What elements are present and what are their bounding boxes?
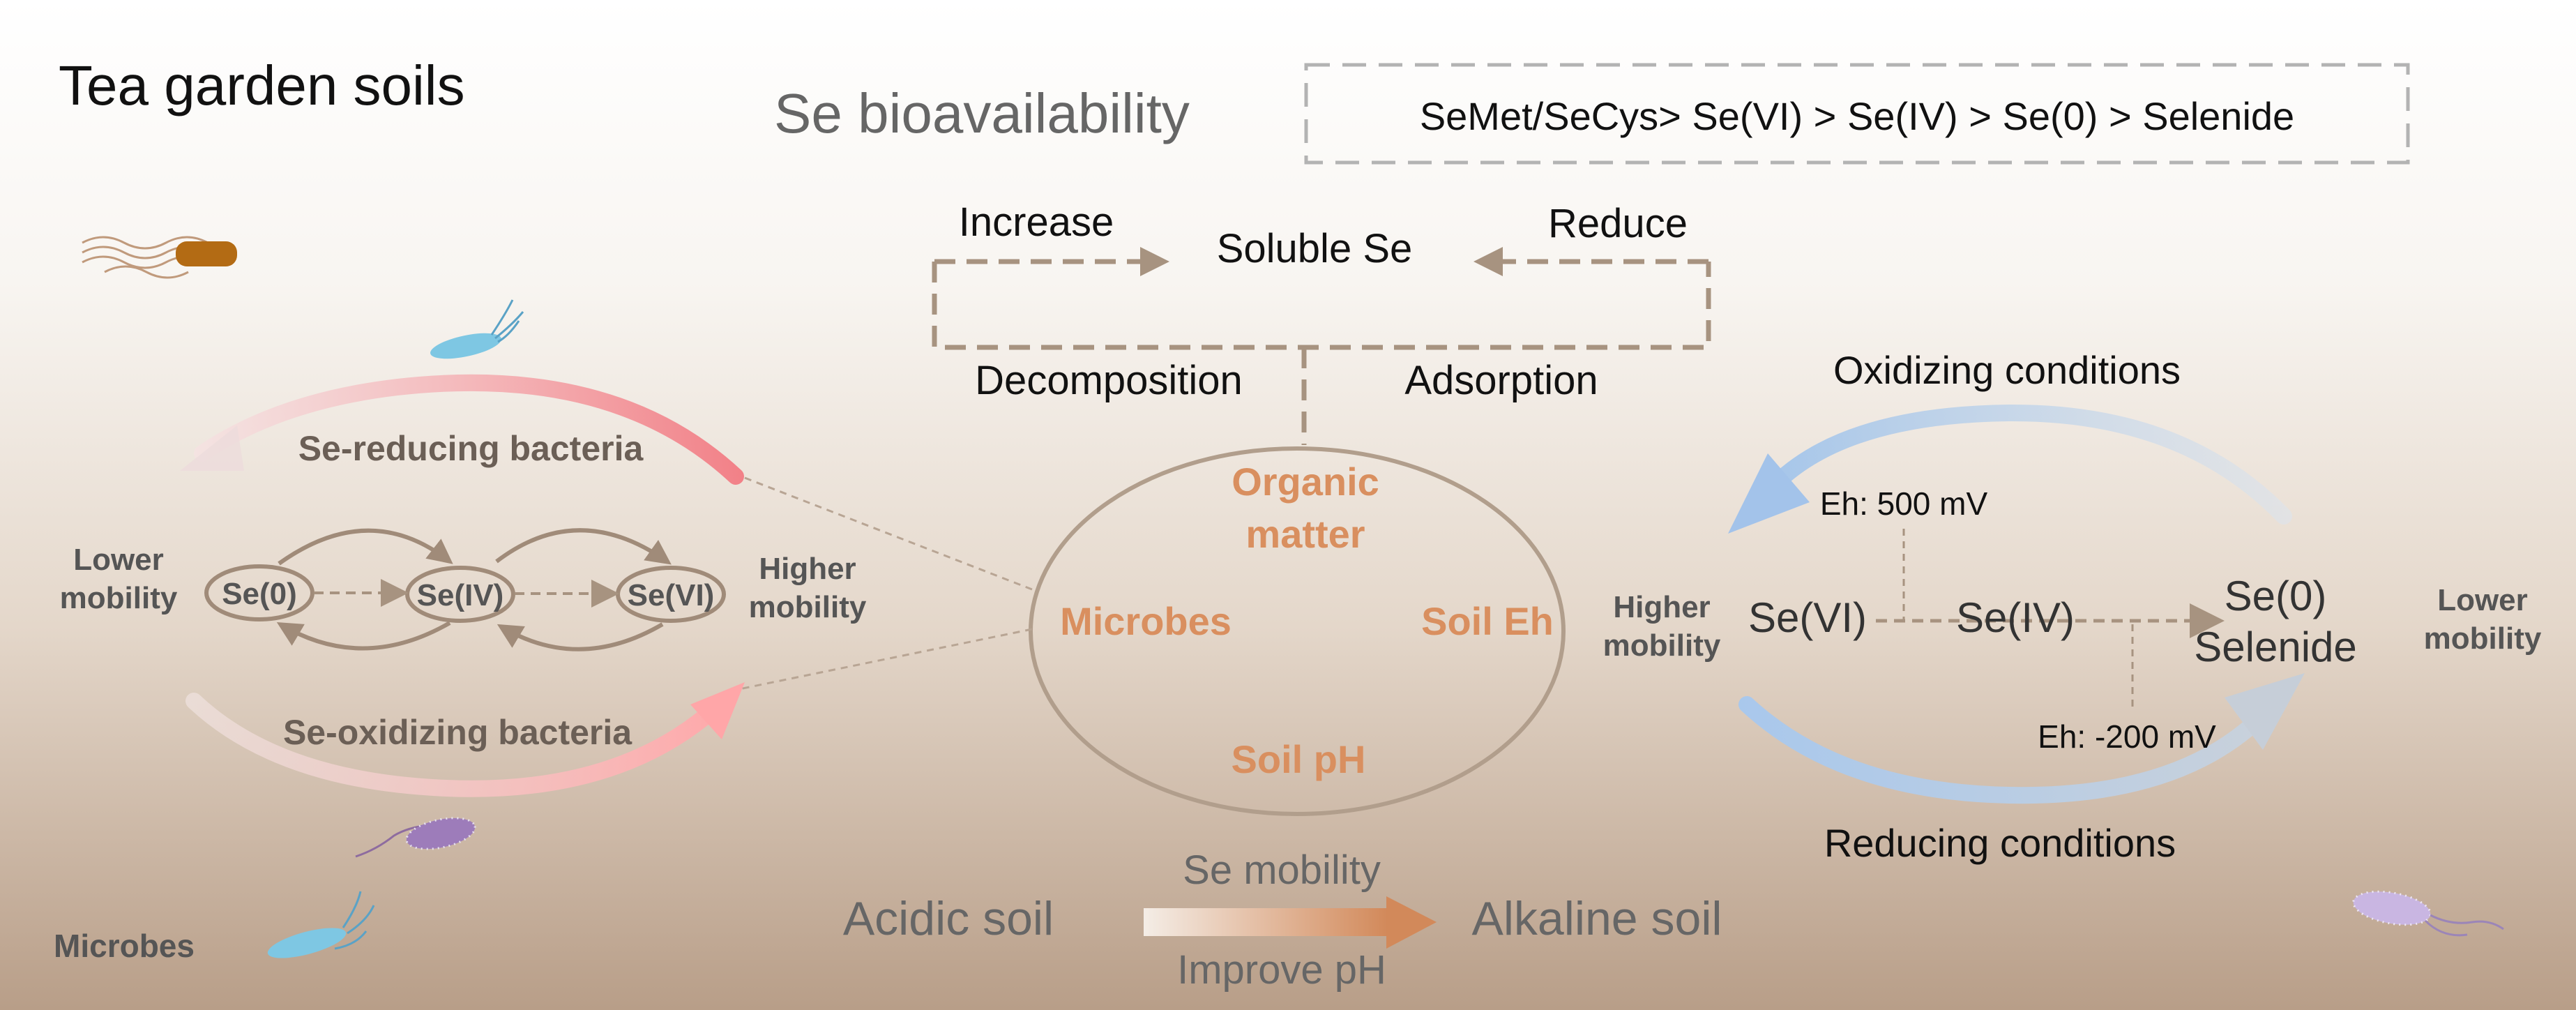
se-mobility-text: Se mobility xyxy=(1183,847,1381,893)
factor-soil-ph: Soil pH xyxy=(1232,737,1366,781)
soluble-se-text: Soluble Se xyxy=(1217,226,1413,271)
connector-reducing xyxy=(735,473,1033,591)
bioavailability-order: SeMet/SeCys> Se(VI) > Se(IV) > Se(0) > S… xyxy=(1420,94,2294,138)
left-higher-1: Higher xyxy=(759,552,856,586)
soluble-se-loop xyxy=(932,247,1711,445)
redox-se0-text: Se(0) xyxy=(2225,573,2327,619)
curve-se6-to-se4 xyxy=(497,622,664,651)
bioavailability-label: Se bioavailability xyxy=(774,82,1190,144)
factor-microbes: Microbes xyxy=(1060,599,1232,643)
right-lower-2: mobility xyxy=(2424,621,2542,656)
species-se0-ellipse xyxy=(204,564,315,621)
adsorption-text: Adsorption xyxy=(1404,358,1598,403)
species-se0-text: Se(0) xyxy=(222,577,297,611)
left-higher-2: mobility xyxy=(749,590,867,624)
soluble-loop-dashes xyxy=(932,262,1711,350)
lavender-bacterium-illustration xyxy=(2352,890,2504,937)
reducing-conditions-arrow xyxy=(1738,673,2305,804)
bioavailability-box xyxy=(1304,63,2410,165)
redox-se6-text: Se(VI) xyxy=(1748,594,1867,641)
reducing-conditions-label: Reducing conditions xyxy=(1824,821,2176,865)
factor-soil-eh: Soil Eh xyxy=(1421,599,1554,643)
right-higher-1: Higher xyxy=(1613,590,1710,624)
acidic-soil-text: Acidic soil xyxy=(843,892,1054,945)
redox-se4-text: Se(IV) xyxy=(1956,594,2075,641)
purple-bacterium-left-illustration xyxy=(355,817,476,858)
eh-high-text: Eh: 500 mV xyxy=(1820,485,1988,522)
species-se4-text: Se(IV) xyxy=(417,578,504,612)
eh-low-text: Eh: -200 mV xyxy=(2038,718,2216,755)
curve-se4-to-se6 xyxy=(495,528,672,565)
oxidizing-bacteria-label: Se-oxidizing bacteria xyxy=(283,713,632,752)
blue-bacterium-top-illustration xyxy=(430,299,524,359)
oxidizing-bacteria-arrow xyxy=(185,682,745,797)
right-lower-1: Lower xyxy=(2437,583,2528,617)
decomposition-text: Decomposition xyxy=(975,358,1243,403)
oxidizing-conditions-arrow xyxy=(1728,404,2292,534)
curve-se0-to-se4 xyxy=(278,528,453,566)
reducing-bacteria-label: Se-reducing bacteria xyxy=(298,429,644,468)
left-lower-2: mobility xyxy=(60,581,178,615)
right-higher-2: mobility xyxy=(1603,628,1721,663)
alkaline-soil-text: Alkaline soil xyxy=(1471,892,1722,945)
oxidizing-conditions-label: Oxidizing conditions xyxy=(1833,348,2181,392)
organic-line1: Organic xyxy=(1232,460,1379,504)
reduce-text: Reduce xyxy=(1548,201,1688,246)
brown-bacterium-illustration xyxy=(82,236,237,279)
ph-gradient-arrow xyxy=(1144,896,1437,949)
title-text: Tea garden soils xyxy=(59,54,465,116)
reducing-bacteria-arrow xyxy=(180,374,744,485)
improve-ph-text: Improve pH xyxy=(1177,947,1386,993)
increase-text: Increase xyxy=(959,199,1114,245)
factors-ellipse xyxy=(1029,446,1566,816)
left-lower-1: Lower xyxy=(73,543,164,577)
species-se6-text: Se(VI) xyxy=(628,578,715,612)
curve-se4-to-se0 xyxy=(276,621,451,651)
redox-selenide-text: Selenide xyxy=(2194,624,2357,670)
organic-line2: matter xyxy=(1245,512,1365,556)
blue-bacterium-bottom-illustration xyxy=(267,891,375,958)
microbes-corner-label: Microbes xyxy=(54,928,195,964)
